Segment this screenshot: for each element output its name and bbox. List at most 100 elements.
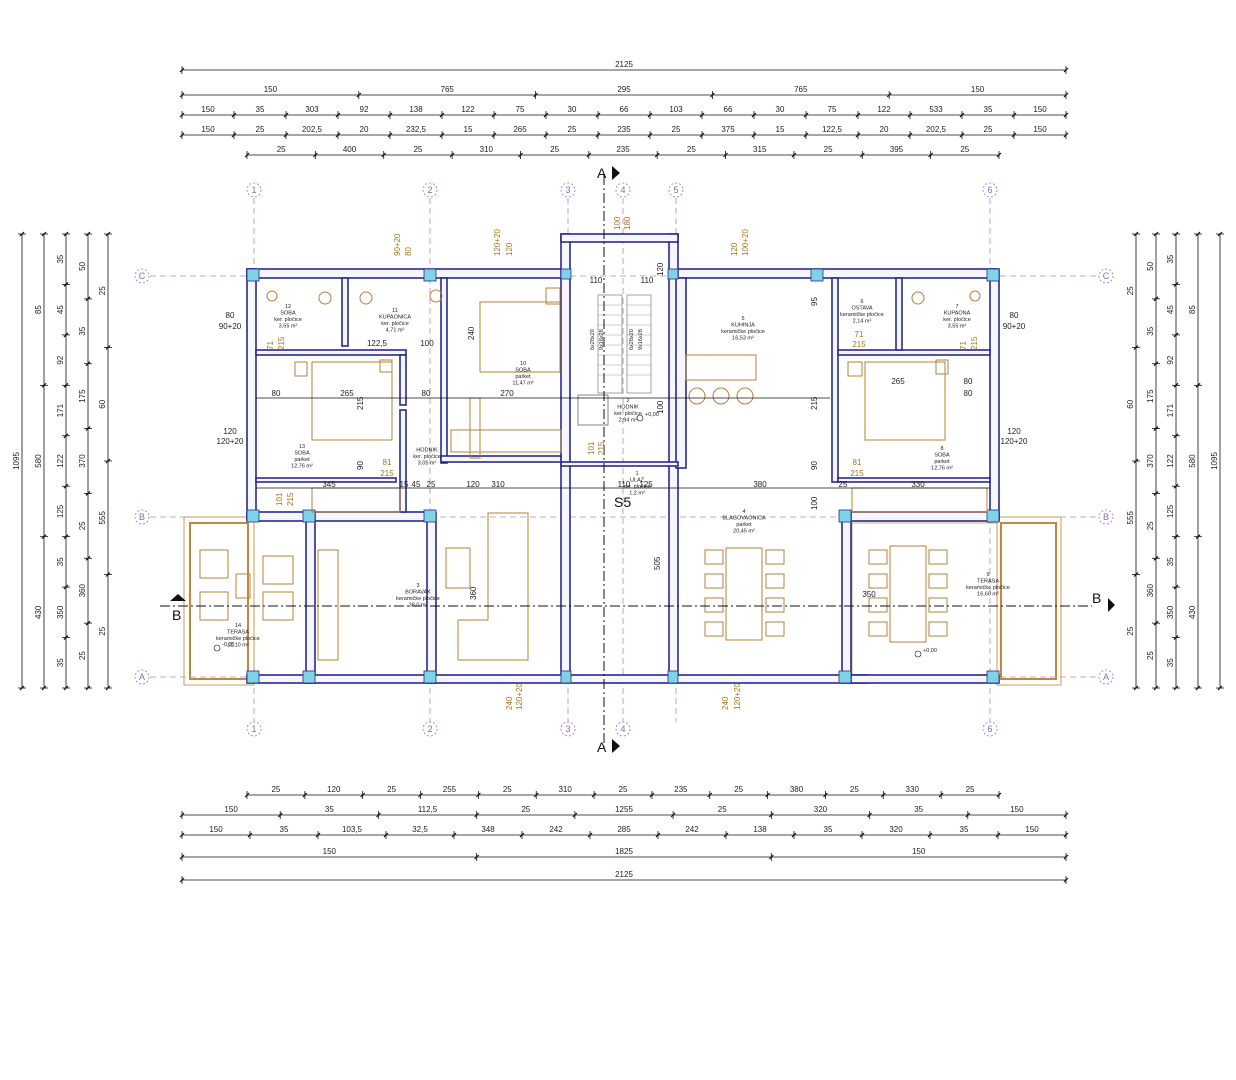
room-finish: keramičke pločice: [966, 585, 1010, 591]
inner-dim: 100: [810, 496, 819, 510]
inner-dim: 80: [964, 389, 973, 398]
room-name: SOBA: [515, 368, 531, 374]
dim-label: 150: [1033, 125, 1047, 134]
level-mark: +0,00: [645, 412, 659, 418]
dim-label: 25: [718, 805, 727, 814]
room-area: 12,76 m²: [291, 464, 313, 470]
dim-label: 1095: [12, 452, 21, 470]
door-label: 215: [852, 340, 866, 349]
opening-labels: 80 90+20 120 120+20 80 90+20 120 120+20 …: [217, 216, 1028, 710]
dim-label: 122,5: [822, 125, 843, 134]
dim-label: 85: [1188, 305, 1197, 314]
room-num: 9: [986, 572, 989, 578]
room-finish: ker. pločice: [413, 454, 441, 460]
dim-label: 202,5: [302, 125, 323, 134]
door-label: 81: [383, 458, 392, 467]
inner-dim: 122,5: [367, 339, 388, 348]
room-num: 10: [520, 361, 526, 367]
dim-label: 35: [256, 105, 265, 114]
dim-label: 255: [443, 785, 457, 794]
dim-label: 1095: [1210, 452, 1219, 470]
door-label: 215: [380, 469, 394, 478]
section-b-left: B: [172, 607, 181, 623]
axis-label-a-right: A: [1103, 672, 1109, 682]
dim-label: 25: [960, 145, 969, 154]
door-label: 215: [277, 336, 286, 350]
dim-label: 430: [1188, 605, 1197, 619]
opening-label: 120+20: [733, 683, 742, 710]
opening-label: 120: [1007, 427, 1021, 436]
room-name: HODNIK: [617, 405, 639, 411]
opening-label: 120+20: [515, 683, 524, 710]
inner-dim: 345: [322, 480, 336, 489]
dim-label: 25: [687, 145, 696, 154]
dim-label: 430: [34, 605, 43, 619]
dim-label: 60: [98, 399, 107, 408]
dim-label: 30: [776, 105, 785, 114]
dim-label: 45: [1166, 305, 1175, 314]
inner-dim: 15: [400, 480, 409, 489]
dim-label: 310: [558, 785, 572, 794]
dim-label: 35: [56, 658, 65, 667]
axis-label-1-bottom: 1: [251, 724, 256, 734]
room-name: SOBA: [280, 311, 296, 317]
inner-dim: 120: [656, 262, 665, 276]
opening-label: 100: [613, 216, 622, 230]
dim-label: 303: [305, 105, 319, 114]
dim-label: 295: [617, 85, 631, 94]
dim-label: 25: [503, 785, 512, 794]
dim-label: 122: [1166, 454, 1175, 468]
room-name: BORAVAK: [405, 590, 431, 596]
dim-label: 580: [1188, 454, 1197, 468]
stair-label-4: 9x16x28: [638, 329, 644, 350]
dim-label: 25: [734, 785, 743, 794]
dim-label: 66: [724, 105, 733, 114]
room-finish: ker. pločice: [274, 317, 302, 323]
dim-label: 370: [78, 454, 87, 468]
dim-label: 20: [880, 125, 889, 134]
door-label: 101: [587, 441, 596, 455]
dim-label: 25: [672, 125, 681, 134]
room-num: 11: [392, 308, 398, 314]
room-name: KUPAONICA: [379, 315, 411, 321]
room-num: 12: [285, 304, 291, 310]
dim-label: 150: [1033, 105, 1047, 114]
room-name: BLAGOVAONICA: [722, 516, 766, 522]
inner-dim: 350: [862, 590, 876, 599]
dim-label: 66: [620, 105, 629, 114]
dim-label: 25: [568, 125, 577, 134]
opening-label: 90+20: [219, 322, 242, 331]
dim-label: 242: [685, 825, 699, 834]
room-num: 13: [299, 444, 305, 450]
dim-label: 32,5: [412, 825, 428, 834]
dim-label: 35: [1166, 658, 1175, 667]
dim-label: 330: [906, 785, 920, 794]
opening-label: 90+20: [393, 233, 402, 256]
inner-dim: 505: [653, 556, 662, 570]
dim-label: 150: [1010, 805, 1024, 814]
inner-dim: 265: [340, 389, 354, 398]
door-label: 71: [855, 330, 864, 339]
axis-label-5: 5: [673, 185, 678, 195]
stair-label-2: 9x16x28: [599, 329, 605, 350]
room-area: 38,0 m²: [409, 603, 428, 609]
section-b-right: B: [1092, 590, 1101, 606]
dim-label: 265: [513, 125, 527, 134]
dim-label: 25: [1126, 626, 1135, 635]
dim-label: 2125: [615, 870, 633, 879]
opening-label: 80: [404, 247, 413, 256]
section-s5: S5: [614, 494, 631, 510]
level-mark: -0,05: [222, 642, 235, 648]
dim-label: 25: [966, 785, 975, 794]
room-area: 11,10 m²: [227, 643, 248, 649]
axis-label-2: 2: [427, 185, 432, 195]
dim-label: 350: [1166, 605, 1175, 619]
dim-label: 92: [360, 105, 369, 114]
room-area: 16,60 m²: [977, 592, 999, 598]
room-name: OSTAVA: [851, 306, 872, 312]
dim-label: 60: [1126, 399, 1135, 408]
dim-label: 150: [264, 85, 278, 94]
dim-label: 320: [814, 805, 828, 814]
door-label: 215: [850, 469, 864, 478]
